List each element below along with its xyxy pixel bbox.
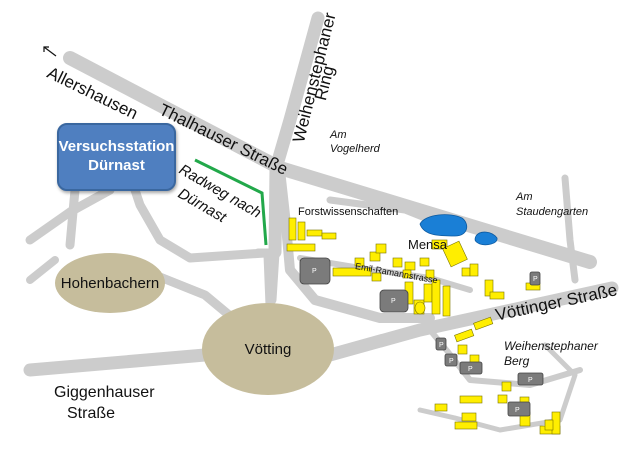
station-duernast-box: Versuchsstation Dürnast bbox=[57, 123, 176, 191]
parking-area bbox=[435, 337, 447, 351]
building bbox=[306, 229, 323, 237]
building bbox=[375, 243, 387, 254]
building bbox=[404, 261, 416, 271]
building bbox=[489, 291, 505, 300]
building bbox=[473, 316, 494, 331]
label-am-staudengarten-1: Am bbox=[516, 191, 533, 203]
building bbox=[297, 221, 306, 241]
label-giggenhauser-2: Straße bbox=[67, 405, 116, 422]
arrow-icon bbox=[43, 46, 57, 57]
building bbox=[423, 283, 433, 303]
building bbox=[459, 395, 483, 404]
building bbox=[354, 257, 365, 267]
label-voetting: Vötting bbox=[244, 340, 292, 358]
road-weihenstephaner-ring bbox=[268, 11, 325, 259]
building bbox=[402, 269, 412, 279]
bike-path-duernast bbox=[194, 158, 268, 246]
parking-label: P bbox=[468, 366, 473, 373]
building bbox=[286, 243, 316, 252]
town-hohenbachern-shape bbox=[55, 253, 165, 313]
parking-area bbox=[459, 361, 483, 375]
parking-label: P bbox=[391, 298, 396, 305]
parking-labels: P P P P P P P P bbox=[312, 268, 538, 414]
road-voetting-north bbox=[263, 250, 275, 310]
building bbox=[371, 272, 382, 282]
building bbox=[442, 285, 451, 317]
building bbox=[469, 263, 479, 277]
station-label-line1: Versuchsstation bbox=[58, 138, 175, 156]
parking-area bbox=[444, 353, 458, 367]
building bbox=[457, 344, 468, 355]
road-campus-loop bbox=[275, 165, 435, 323]
parking-label: P bbox=[439, 342, 444, 349]
parking-area bbox=[507, 401, 531, 417]
pond-large bbox=[419, 214, 468, 237]
label-weihenstephaner-berg-1: Weihenstephaner bbox=[504, 339, 598, 353]
parking-label: P bbox=[449, 358, 454, 365]
parking-label: P bbox=[312, 268, 317, 275]
label-am-staudengarten-2: Staudengarten bbox=[516, 206, 589, 218]
label-am-vogelherd-1: Am bbox=[330, 129, 347, 141]
building bbox=[431, 279, 441, 315]
road-hohenbachern-east bbox=[150, 270, 240, 325]
parking-label: P bbox=[515, 407, 520, 414]
parking-area bbox=[517, 372, 544, 386]
label-giggenhauser-1: Giggenhauser bbox=[54, 384, 155, 401]
label-mensa: Mensa bbox=[408, 237, 448, 252]
label-am-vogelherd-2: Vogelherd bbox=[330, 143, 380, 155]
building bbox=[392, 257, 403, 268]
building bbox=[484, 279, 494, 297]
road-hohenbachern-north bbox=[65, 185, 80, 250]
parking-area bbox=[299, 257, 331, 285]
building bbox=[454, 421, 478, 430]
building bbox=[544, 419, 554, 431]
campus-buildings bbox=[286, 217, 561, 435]
parking-areas bbox=[299, 257, 544, 417]
road-hohenbachern-southwest bbox=[26, 256, 59, 284]
label-hohenbachern: Hohenbachern bbox=[60, 274, 160, 292]
building bbox=[288, 217, 297, 241]
parking-area bbox=[379, 289, 409, 313]
building bbox=[369, 251, 381, 262]
parking-label: P bbox=[533, 276, 538, 283]
building bbox=[419, 257, 430, 267]
label-weihenstephaner-berg-2: Berg bbox=[504, 354, 530, 368]
building bbox=[454, 328, 475, 343]
building bbox=[332, 267, 372, 277]
building bbox=[461, 267, 471, 277]
parking-label: P bbox=[528, 377, 533, 384]
building-mensa bbox=[442, 240, 468, 268]
road-station-south bbox=[130, 185, 270, 263]
building bbox=[434, 403, 448, 412]
building bbox=[461, 412, 477, 422]
parking-area bbox=[529, 271, 541, 286]
water-ponds bbox=[419, 214, 498, 246]
building bbox=[501, 381, 512, 392]
road-staudengarten bbox=[561, 174, 579, 284]
station-label-line2: Dürnast bbox=[88, 157, 145, 174]
label-forstwissenschaften: Forstwissenschaften bbox=[298, 206, 399, 218]
building-round bbox=[414, 301, 426, 315]
building bbox=[497, 394, 508, 404]
pond-small bbox=[474, 231, 498, 246]
building bbox=[425, 269, 435, 279]
town-voetting-shape bbox=[202, 303, 334, 395]
building bbox=[321, 232, 337, 240]
building bbox=[431, 239, 448, 250]
